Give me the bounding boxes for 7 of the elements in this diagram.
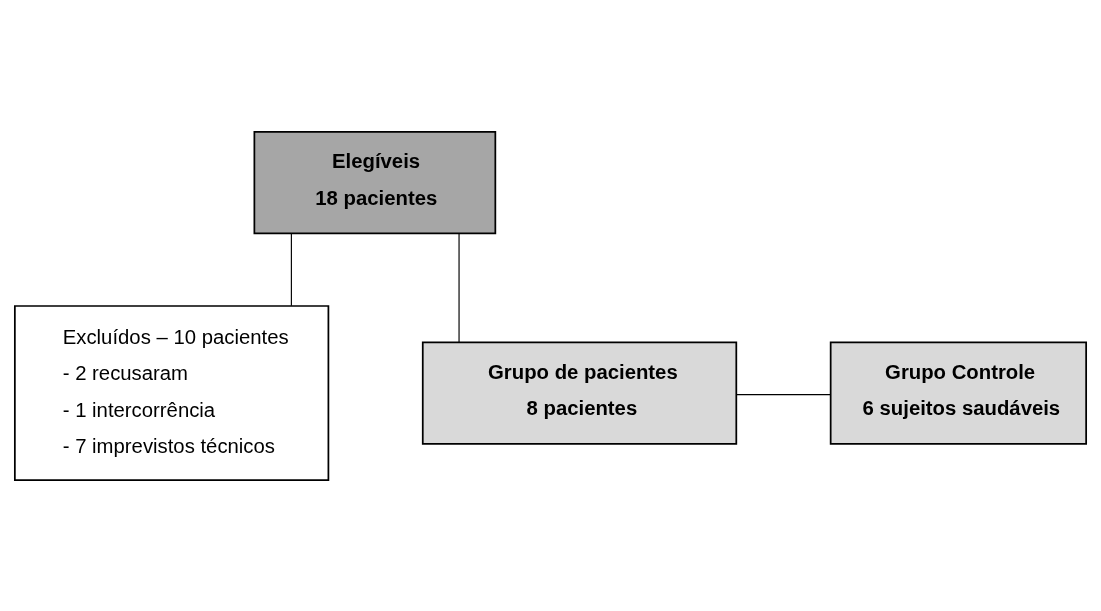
node-box: Elegíveis 18 pacientes (253, 130, 497, 234)
connector (735, 393, 832, 395)
node-box: Grupo de pacientes 8 pacientes (421, 340, 738, 445)
connector (458, 232, 460, 343)
node-box: Excluídos – 10 pacientes - 2 recusaram - 1 intercorrência - 7 imprevistos técnicos (14, 304, 330, 481)
node-box: Grupo Controle 6 sujeitos saudáveis (829, 340, 1087, 445)
connector (290, 232, 292, 306)
